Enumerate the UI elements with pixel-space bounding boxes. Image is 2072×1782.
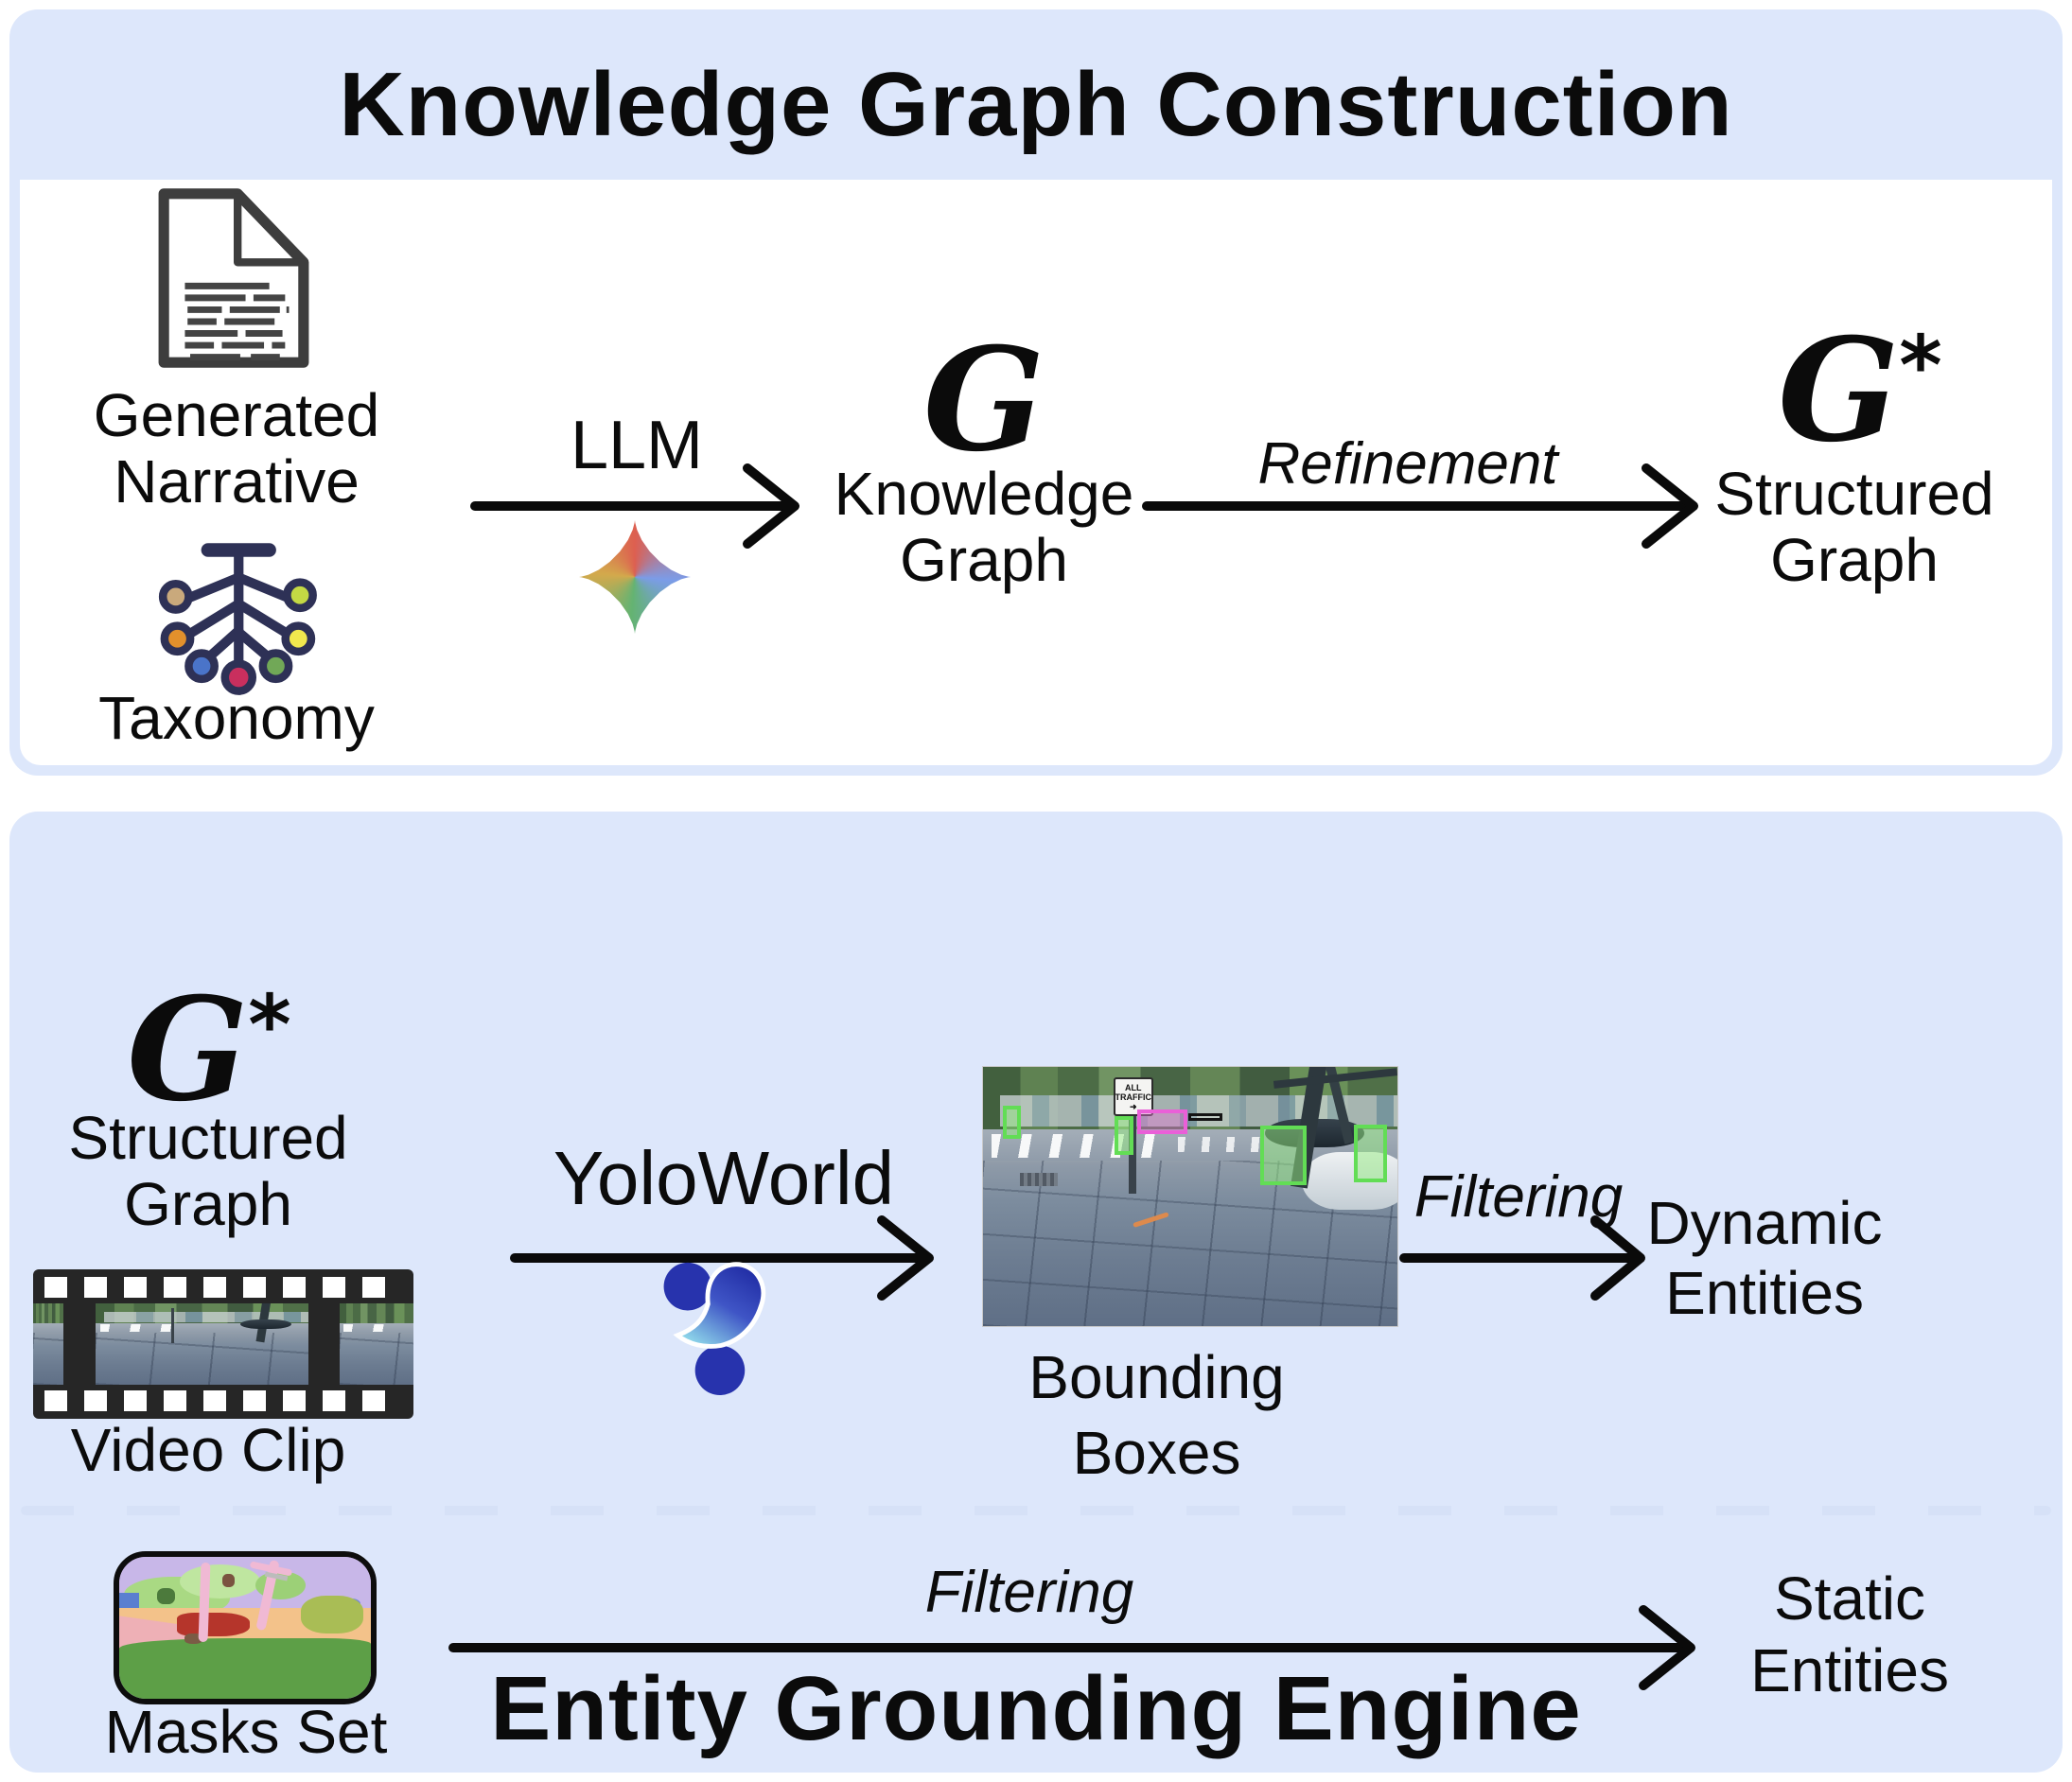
document-icon <box>158 188 309 368</box>
bounding-boxes-label: Bounding Boxes <box>1028 1343 1285 1487</box>
knowledge-graph-construction-panel: Knowledge Graph Construction <box>9 9 2063 776</box>
structured-graph-label-2: Structured Graph <box>68 1104 348 1238</box>
yoloworld-logo-icon <box>663 1262 766 1396</box>
bounding-box-green-1 <box>1003 1106 1022 1139</box>
mask-blue-left <box>119 1592 140 1611</box>
scene-crosswalk-2 <box>1177 1136 1270 1153</box>
film-frame-right <box>339 1303 413 1385</box>
mask-olive-bush <box>300 1595 364 1634</box>
bounding-box-green-4 <box>1353 1125 1387 1183</box>
refinement-arrow-label: Refinement <box>1257 431 1558 497</box>
yoloworld-arrow <box>510 1215 934 1301</box>
llm-arrow <box>470 463 799 549</box>
filtering-top-arrow <box>1399 1215 1645 1301</box>
static-entities-label: Static Entities <box>1750 1564 1949 1704</box>
mask-brown-spot-2 <box>184 1634 202 1644</box>
mask-dark-bush <box>156 1588 175 1604</box>
panel-title-kg: Knowledge Graph Construction <box>339 54 1733 155</box>
mask-grass <box>119 1637 371 1699</box>
masks-icon <box>114 1551 377 1704</box>
film-frame-middle <box>96 1303 309 1385</box>
masks-set-label: Masks Set <box>104 1698 388 1766</box>
mask-brown-spot <box>222 1574 236 1587</box>
structured-graph-label: Structured Graph <box>1714 460 1994 594</box>
bounding-box-magenta <box>1137 1109 1187 1134</box>
refinement-arrow <box>1142 463 1698 549</box>
bounding-box-green-3 <box>1260 1126 1307 1186</box>
panel-title-grounding: Entity Grounding Engine <box>490 1658 1582 1759</box>
generated-narrative-label: Generated Narrative <box>93 381 380 515</box>
dynamic-entities-label: Dynamic Entities <box>1646 1189 1883 1327</box>
knowledge-graph-label: Knowledge Graph <box>834 460 1134 594</box>
structured-graph-symbol-2: G* <box>127 967 291 1133</box>
yoloworld-arrow-label: YoloWorld <box>553 1136 895 1220</box>
film-frame-left <box>33 1303 64 1385</box>
structured-graph-symbol: G* <box>1778 307 1942 474</box>
bounding-box-green-2 <box>1115 1115 1134 1155</box>
video-clip-label: Video Clip <box>70 1416 346 1484</box>
llm-arrow-label: LLM <box>570 408 704 483</box>
dashed-divider <box>21 1506 2051 1515</box>
film-sprockets-top <box>44 1277 402 1298</box>
taxonomy-label: Taxonomy <box>98 684 375 752</box>
film-frames <box>33 1303 413 1385</box>
filtering-top-arrow-label: Filtering <box>1414 1164 1624 1230</box>
scene-grate <box>1020 1173 1058 1187</box>
bounding-box-black <box>1188 1112 1222 1121</box>
film-strip-icon <box>33 1269 413 1419</box>
panel-body-kg <box>20 180 2052 765</box>
film-sprockets-bottom <box>44 1390 402 1411</box>
knowledge-graph-symbol: G <box>922 317 1045 483</box>
taxonomy-icon <box>158 543 317 695</box>
mask-red-patch <box>177 1612 251 1636</box>
filtering-bottom-arrow <box>448 1605 1695 1690</box>
filtering-bottom-arrow-label: Filtering <box>924 1560 1134 1625</box>
mask-tree-2 <box>179 1564 260 1599</box>
